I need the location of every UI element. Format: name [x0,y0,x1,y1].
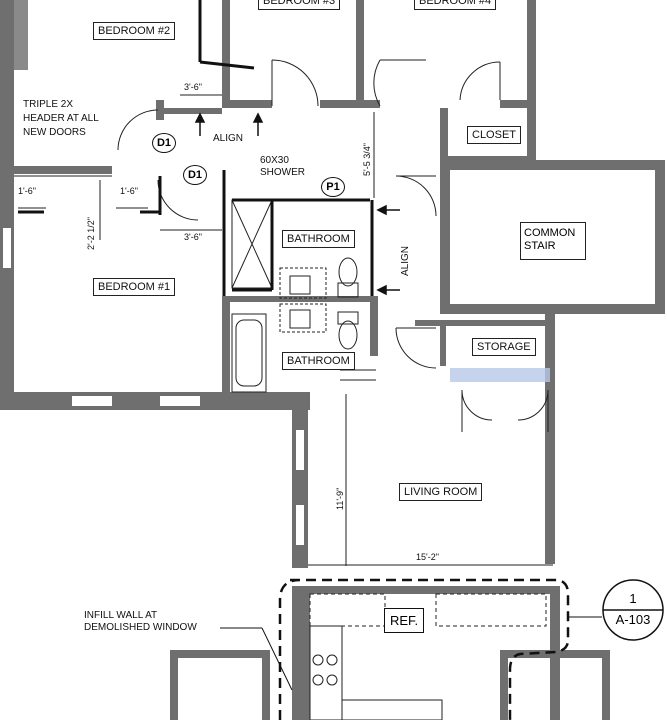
header-note-line-2: HEADER AT ALL [23,113,99,124]
section-outline [278,578,570,720]
align-note-right: ALIGN [400,245,411,276]
room-label-bedroom-3: BEDROOM #3 [258,0,341,10]
room-label-bathroom-upper: BATHROOM [282,230,355,248]
dimension-vert-11-9: 11'-9" [335,487,345,510]
room-label-living-room: LIVING ROOM [399,483,483,501]
storage-highlight [450,368,550,382]
room-label-stair: STAIR [524,240,556,252]
new-walls [18,0,374,296]
dimension-left-1-6: 1'-6" [18,186,36,196]
infill-note-line-1: INFILL WALL AT [84,610,158,621]
header-note-line-1: TRIPLE 2X [23,99,74,110]
dimension-horiz-15-2: 15'-2" [416,552,439,562]
dimension-low-3-6: 3'-6" [184,232,202,242]
room-label-closet: CLOSET [467,126,522,144]
door-tag-d1-lower: D1 [183,165,207,185]
shower-note-line-2: SHOWER [260,167,305,178]
common-stair-box [520,222,586,260]
header-note-line-3: NEW DOORS [23,127,86,138]
dimension-mid-1-6: 1'-6" [120,186,138,196]
room-label-storage: STORAGE [472,338,536,356]
room-label-bedroom-4: BEDROOM #4 [414,0,497,10]
room-label-bathroom-lower: BATHROOM [282,352,355,370]
dimension-top-3-6: 3'-6" [184,82,202,92]
infill-note-line-2: DEMOLISHED WINDOW [84,622,197,633]
align-arrows [194,112,400,296]
door-tag-d1-upper: D1 [152,133,176,153]
room-label-common: COMMON [524,227,576,239]
shower-note-line-1: 60X30 [260,155,289,166]
align-note-top: ALIGN [213,133,244,144]
room-label-bedroom-2: BEDROOM #2 [93,22,176,40]
ref-label: REF. [384,608,425,633]
section-marker-number: 1 [629,591,637,606]
room-label-bedroom-1: BEDROOM #1 [93,278,176,296]
window-openings [3,228,304,545]
infill-leader-diag [261,627,293,691]
partition-tag-p1: P1 [321,177,345,197]
dimension-vert-5-5: 5'-5 3/4" [362,143,372,176]
dimension-vert-2-2: 2'-2 1/2" [86,217,96,250]
section-marker-sheet: A-103 [615,612,651,627]
